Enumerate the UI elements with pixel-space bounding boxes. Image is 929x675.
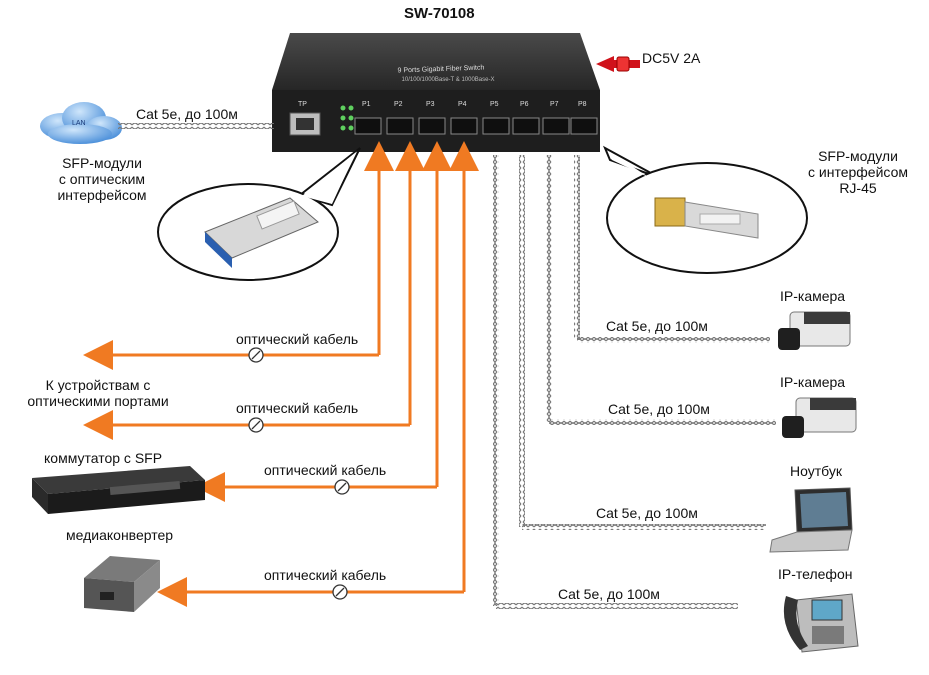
device-label-ip-camera-2: IP-камера xyxy=(780,374,846,390)
sfp-slot-p2 xyxy=(386,117,414,135)
fiber-label-1: оптический кабель xyxy=(236,331,359,347)
laptop-device xyxy=(769,487,853,553)
status-leds xyxy=(340,105,354,131)
sfp-rj45-bubble xyxy=(602,145,808,274)
optical-devices-caption-line: К устройствам с xyxy=(45,377,151,393)
ip-camera-2 xyxy=(782,397,857,438)
sfp-slot-p6 xyxy=(512,117,540,135)
device-label-ip-phone: IP-телефон xyxy=(778,566,853,582)
copper-vertical-3 xyxy=(519,155,525,527)
fiber-label-3: оптический кабель xyxy=(264,462,387,478)
lan-cable xyxy=(118,123,274,129)
port-label-p7: P7 xyxy=(550,101,559,108)
fiber-connector-mark xyxy=(335,587,345,597)
port-label-p4: P4 xyxy=(458,101,467,108)
media-converter-device xyxy=(84,556,160,612)
ip-camera-1 xyxy=(778,311,851,350)
diagram-title: SW-70108 xyxy=(404,5,475,22)
copper-horizontal-3 xyxy=(522,524,766,530)
sfp-slot-p3 xyxy=(418,117,446,135)
sfp-slot-p5 xyxy=(482,117,510,135)
device-label-ip-camera-1: IP-камера xyxy=(780,288,846,304)
sfp-switch-caption: коммутатор с SFP xyxy=(44,450,163,466)
copper-horizontal-2 xyxy=(549,419,776,425)
port-label-p5: P5 xyxy=(490,101,499,108)
copper-vertical-2 xyxy=(546,155,552,422)
sfp-switch-device xyxy=(32,466,205,514)
fiber-label-2: оптический кабель xyxy=(236,400,359,416)
sfp-slot-p7 xyxy=(542,117,570,135)
lan-cloud xyxy=(40,102,122,144)
port-label-p2: P2 xyxy=(394,101,403,108)
copper-vertical-4 xyxy=(493,155,499,606)
ip-phone-device xyxy=(783,593,859,653)
sfp-rj45-caption: SFP-модули с интерфейсом RJ-45 xyxy=(800,148,916,196)
sfp-rj45-caption-line: SFP-модули xyxy=(818,148,898,164)
power-label: DC5V 2A xyxy=(642,50,701,66)
tp-port-socket xyxy=(296,118,314,130)
sfp-optical-caption: SFP-модули с оптическим интерфейсом xyxy=(52,155,152,203)
sfp-rj45-caption-line: с интерфейсом xyxy=(808,164,908,180)
fiber-label-4: оптический кабель xyxy=(264,567,387,583)
sfp-slot-p1 xyxy=(354,117,382,135)
tp-label: TP xyxy=(298,101,307,108)
copper-label-1: Cat 5e, до 100м xyxy=(606,318,708,334)
lan-cable-label: Cat 5e, до 100м xyxy=(136,106,238,122)
lan-cloud-label: LAN xyxy=(72,120,86,127)
sfp-optical-bubble xyxy=(157,147,361,281)
copper-label-3: Cat 5e, до 100м xyxy=(596,505,698,521)
sfp-optical-caption-line: SFP-модули xyxy=(62,155,142,171)
copper-vertical-1 xyxy=(574,155,580,340)
port-label-p8: P8 xyxy=(578,101,587,108)
copper-label-4: Cat 5e, до 100м xyxy=(558,586,660,602)
media-converter-caption: медиаконвертер xyxy=(66,527,174,543)
fiber-connector-mark xyxy=(337,482,347,492)
fiber-lines xyxy=(83,141,479,607)
copper-lines xyxy=(493,155,776,609)
port-label-p1: P1 xyxy=(362,101,371,108)
sfp-optical-caption-line: с оптическим xyxy=(58,171,146,187)
sfp-optical-caption-line: интерфейсом xyxy=(57,187,147,203)
copper-horizontal-4 xyxy=(496,603,738,609)
switch-name-line2: 10/100/1000Base-T & 1000Base-X xyxy=(401,77,495,83)
copper-label-2: Cat 5e, до 100м xyxy=(608,401,710,417)
sfp-slot-p4 xyxy=(450,117,478,135)
fiber-connector-mark xyxy=(251,350,261,360)
port-label-p6: P6 xyxy=(520,101,529,108)
device-label-laptop: Ноутбук xyxy=(790,463,842,479)
optical-devices-caption: К устройствам с оптическими портами xyxy=(6,377,190,409)
port-label-p3: P3 xyxy=(426,101,435,108)
switch-top xyxy=(272,33,600,90)
optical-devices-caption-line: оптическими портами xyxy=(27,393,169,409)
power-arrow xyxy=(596,56,640,72)
sfp-optical-module xyxy=(204,197,319,268)
sfp-slot-p8 xyxy=(570,117,598,135)
sfp-rj45-caption-line: RJ-45 xyxy=(839,180,877,196)
copper-horizontal-1 xyxy=(577,337,770,343)
fiber-connector-mark xyxy=(251,420,261,430)
sfp-rj45-module xyxy=(654,197,759,239)
